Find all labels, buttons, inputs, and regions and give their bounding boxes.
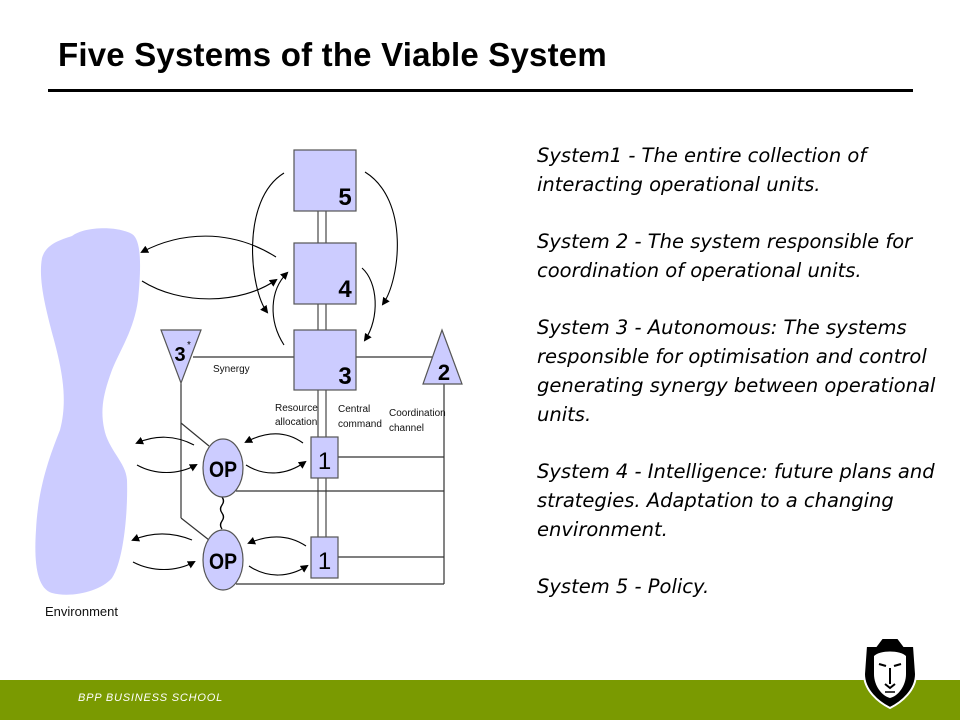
- system-1-box-upper: 1: [310, 436, 339, 479]
- coordination-label-line2: channel: [389, 423, 424, 434]
- arrow-5-to-3-left: [252, 172, 285, 314]
- system-1-description: System1 - The entire collection of inter…: [537, 144, 867, 196]
- systems-description: System1 - The entire collection of inter…: [537, 141, 937, 629]
- coordination-label-line1: Coordination: [389, 408, 446, 419]
- central-label-line1: Central: [338, 404, 370, 415]
- system-2-label: 2: [438, 360, 450, 385]
- slide-title: Five Systems of the Viable System: [58, 36, 607, 73]
- system-3star-label: 3: [174, 344, 185, 366]
- arrow-environment-to-4: [141, 278, 278, 300]
- audit-op1-line: [180, 422, 210, 447]
- system-1-box-lower: 1: [310, 536, 339, 579]
- op-upper-label: OP: [209, 457, 237, 482]
- arrow-3-to-4-left: [272, 271, 289, 346]
- system-3-box: 3: [293, 329, 357, 391]
- bpp-lion-logo-icon: [862, 637, 918, 710]
- system-1-upper-label: 1: [318, 448, 331, 475]
- arrow-4-to-3-right: [361, 267, 376, 342]
- system-5-label: 5: [338, 184, 351, 211]
- environment-blob: [35, 228, 141, 595]
- arrow-op1-to-environment: [135, 436, 195, 446]
- system-5-description: System 5 - Policy.: [537, 575, 710, 598]
- arrow-environment-to-op1: [136, 464, 198, 473]
- synergy-label: Synergy: [213, 364, 250, 375]
- arrow-environment-to-op2: [132, 561, 196, 570]
- system-2-description: System 2 - The system responsible for co…: [537, 230, 913, 282]
- system-4-box: 4: [293, 242, 357, 305]
- op-unit-lower: OP: [202, 529, 244, 591]
- arrow-op2-to-environment: [131, 533, 193, 542]
- title-divider: [48, 89, 913, 92]
- resource-label-line1: Resource: [275, 403, 318, 414]
- footer-brand-text: BPP BUSINESS SCHOOL: [78, 692, 223, 704]
- central-label-line2: command: [338, 419, 382, 430]
- system-1-lower-label: 1: [318, 548, 331, 575]
- op-link-squiggle: [219, 496, 225, 530]
- system-5-box: 5: [293, 149, 357, 212]
- footer-bar: [0, 680, 960, 720]
- system-2-triangle: 2: [422, 328, 463, 385]
- op-unit-upper: OP: [202, 438, 244, 498]
- system-3star-sup: *: [187, 340, 191, 351]
- arrow-s1a-to-op1: [244, 433, 304, 444]
- resource-label-line2: allocation: [275, 417, 317, 428]
- system-3-description: System 3 - Autonomous: The systems respo…: [537, 316, 936, 426]
- arrow-op1-to-s1a: [245, 460, 307, 474]
- arrow-5-to-3-right: [364, 171, 398, 306]
- op-lower-label: OP: [209, 549, 237, 574]
- system-4-label: 4: [338, 276, 352, 303]
- arrow-op2-to-s1b: [248, 564, 309, 576]
- arrow-4-to-environment: [140, 235, 277, 258]
- system-3star-triangle: 3 *: [160, 329, 202, 385]
- audit-op2-line: [180, 517, 210, 541]
- environment-label: Environment: [45, 604, 118, 619]
- viable-system-diagram: 5 4 3 1 1 3 * 2 OP OP: [35, 149, 463, 619]
- system-4-description: System 4 - Intelligence: future plans an…: [537, 460, 935, 541]
- arrow-s1b-to-op2: [247, 536, 307, 547]
- system-3-label: 3: [338, 363, 351, 390]
